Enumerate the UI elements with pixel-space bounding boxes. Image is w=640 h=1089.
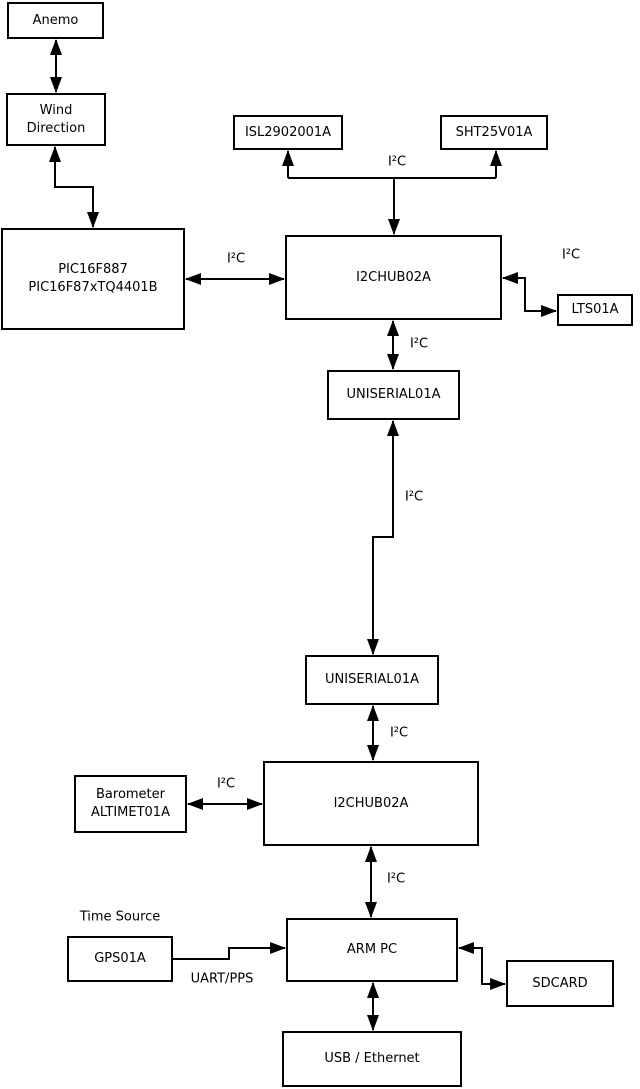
connector-gps-armpc [173,942,286,960]
node-i2chub02a-bottom: I2CHUB02A [263,761,479,846]
edge-label-i2c-uniserial-hub2: I²C [388,725,410,741]
node-uniserial01a-top: UNISERIAL01A [327,370,460,420]
edge-label-i2c-lts: I²C [560,247,582,263]
connector-i2chub-lts [502,272,557,317]
node-gps01a: GPS01A [67,936,173,982]
edge-label-uart-pps: UART/PPS [189,971,255,987]
node-barometer: Barometer ALTIMET01A [74,775,187,833]
edge-label-i2c-long-link: I²C [403,489,425,505]
node-wind-direction: Wind Direction [6,93,106,146]
node-pic16f887: PIC16F887 PIC16F87xTQ4401B [1,228,185,330]
edge-label-i2c-pic-hub: I²C [225,251,247,267]
edge-label-i2c-sensors: I²C [386,154,408,170]
node-arm-pc: ARM PC [286,918,458,982]
node-sht25v01a: SHT25V01A [440,115,548,150]
node-isl2902001a: ISL2902001A [233,115,343,150]
edge-label-time-source: Time Source [78,909,162,925]
connector-uniserial-uniserial [367,420,399,655]
edge-label-i2c-barometer: I²C [215,776,237,792]
connector-armpc-sdcard [458,942,506,990]
node-uniserial01a-bottom: UNISERIAL01A [305,655,439,705]
connector-wind-pic [49,146,99,228]
node-i2chub02a-top: I2CHUB02A [285,235,502,320]
edge-label-i2c-hub-uniserial: I²C [408,336,430,352]
node-lts01a: LTS01A [557,294,633,326]
node-anemo: Anemo [7,2,104,39]
edge-label-i2c-hub2-arm: I²C [385,871,407,887]
node-usb-ethernet: USB / Ethernet [282,1031,462,1087]
node-sdcard: SDCARD [506,960,614,1007]
